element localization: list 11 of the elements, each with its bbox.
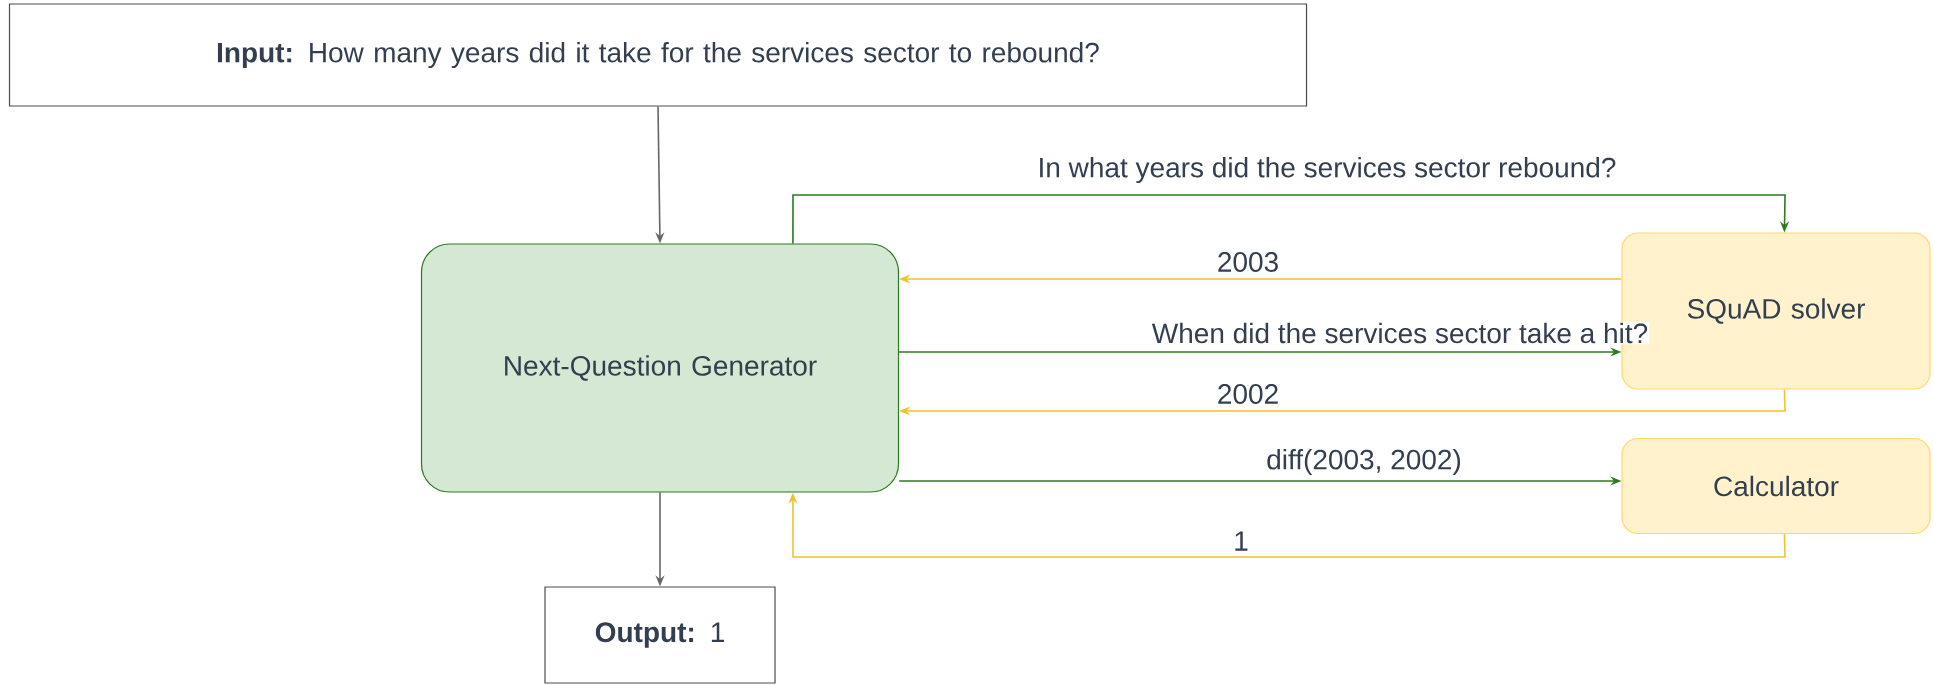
edge-label: In what years did the services sector rebound? (1036, 155, 1618, 185)
edge-label: diff(2003, 2002) (1265, 447, 1463, 477)
edge-label: 2002 (1215, 383, 1281, 405)
edge-label: 2003 (1215, 251, 1281, 273)
tool-box: Calculator (1621, 437, 1931, 535)
arrow (792, 194, 1790, 245)
edge-label: When did the services sector take a hit? (1150, 321, 1650, 345)
process-box: Next-Question Generator (420, 243, 900, 493)
text-box: Output: 1 (544, 586, 776, 684)
text-box: Input: How many years did it take for the services sector to rebound? (8, 3, 1308, 107)
edge-label: 1 (1232, 530, 1250, 552)
